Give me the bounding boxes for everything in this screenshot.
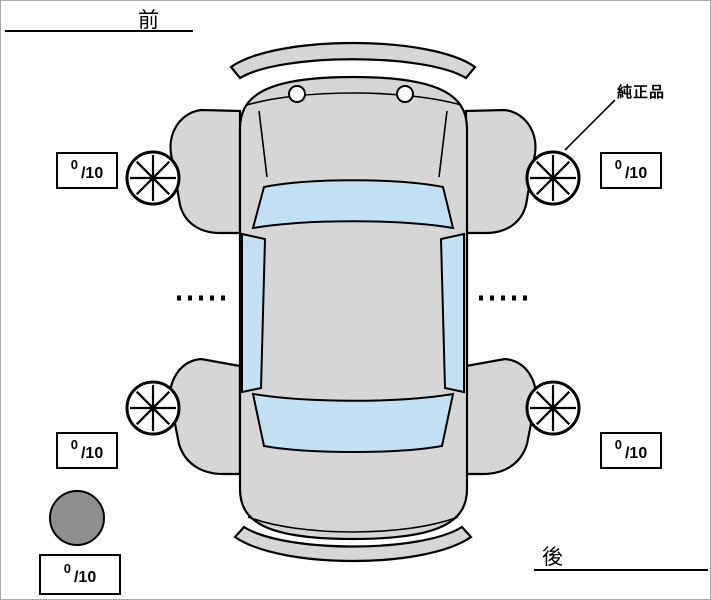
tire-score-value: 0	[70, 437, 78, 452]
tire-score-value: 0	[70, 157, 78, 172]
tire-score-value: 0	[614, 157, 622, 172]
tire-score-spare: 0 /10	[39, 554, 121, 595]
fender-right-front	[464, 108, 537, 235]
front-label: 前	[138, 9, 159, 32]
fender-left-rear	[169, 357, 242, 476]
spare-tire-icon	[49, 490, 105, 546]
tire-score-front-right: 0 /10	[600, 152, 662, 189]
rear-label: 後	[542, 546, 563, 569]
tire-score-rear-left: 0 /10	[56, 432, 118, 469]
wheel-front-left-icon	[125, 150, 181, 206]
rear-label-underline	[534, 569, 708, 571]
front-label-underline	[5, 30, 193, 32]
windshield	[251, 179, 455, 230]
side-window-right	[439, 232, 465, 394]
car-body	[169, 41, 537, 563]
tire-score-value: 0	[63, 561, 71, 576]
tire-score-front-left: 0 /10	[56, 152, 118, 189]
car-body-shell	[238, 75, 469, 541]
side-window-left	[241, 232, 267, 394]
tire-score-denominator: /10	[80, 164, 104, 182]
genuine-part-pointer-line	[564, 99, 616, 151]
genuine-part-label: 純正品	[617, 84, 666, 101]
front-spoiler	[229, 41, 477, 80]
car-glass	[241, 179, 465, 453]
tire-score-value: 0	[614, 437, 622, 452]
tire-score-denominator: /10	[73, 568, 97, 586]
tire-score-rear-right: 0 /10	[600, 432, 662, 469]
wheel-rear-left-icon	[125, 380, 181, 436]
tire-score-denominator: /10	[624, 444, 648, 462]
fender-right-rear	[464, 357, 537, 476]
hood-circles	[288, 85, 414, 103]
rear-window	[251, 392, 455, 453]
body-seam-lines	[246, 92, 462, 533]
wheel-rear-right-icon	[525, 380, 581, 436]
wheel-front-right-icon	[525, 150, 581, 206]
fender-left-front	[169, 108, 242, 235]
rear-bumper	[233, 525, 473, 563]
tire-score-denominator: /10	[624, 164, 648, 182]
tire-score-denominator: /10	[80, 444, 104, 462]
